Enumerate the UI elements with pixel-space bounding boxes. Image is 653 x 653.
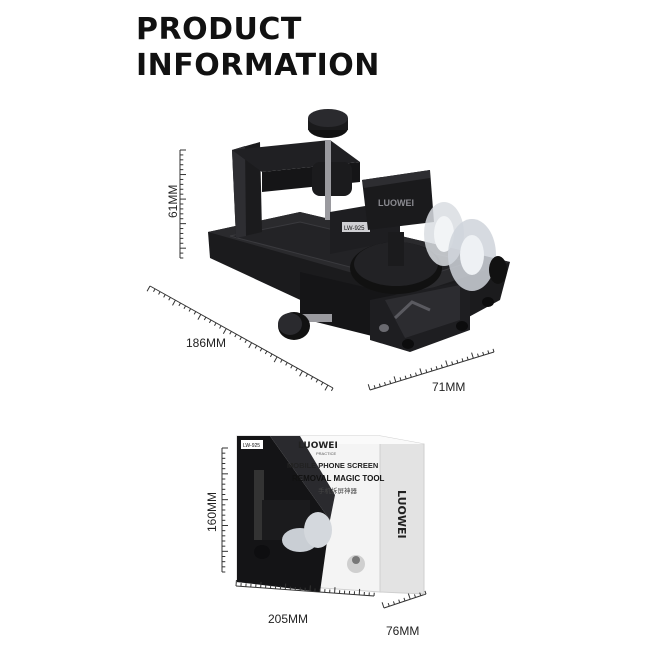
ruler-tick: [404, 375, 407, 380]
ruler-tick: [295, 367, 298, 372]
box-height-label: 160MM: [205, 491, 219, 532]
ruler-tick: [203, 316, 207, 321]
ruler-ticks: [146, 149, 495, 609]
ruler-tick: [168, 297, 171, 301]
title-line-2: INFORMATION: [136, 48, 380, 83]
ruler-tick: [290, 365, 293, 369]
ruler-tick: [146, 285, 151, 292]
box-length-label: 205MM: [268, 612, 309, 626]
box-title-cn: 手机拆屏神器: [318, 486, 358, 495]
box-model-label: LW-925: [243, 443, 260, 449]
ruler-tick: [435, 366, 438, 370]
ruler-tick: [254, 345, 258, 349]
ruler-tick: [409, 374, 412, 378]
product-box: LW-925: [236, 435, 425, 595]
page-title: PRODUCT INFORMATION: [136, 12, 380, 84]
title-line-1: PRODUCT: [136, 12, 302, 47]
ruler-tick: [208, 319, 212, 324]
ruler-tick: [492, 348, 495, 353]
ruler-tick: [398, 599, 401, 603]
ruler-tick: [315, 379, 319, 383]
ruler-tick: [387, 602, 390, 607]
ruler-tick: [392, 601, 395, 605]
ruler-tick: [269, 353, 273, 358]
ruler-tick: [415, 372, 417, 376]
ruler-tick: [183, 305, 187, 309]
ruler-tick: [239, 336, 242, 341]
ruler-tick: [188, 308, 192, 312]
ruler-tick: [305, 373, 309, 377]
ruler-tick: [440, 364, 443, 368]
ruler-tick: [234, 333, 237, 338]
ruler-tick: [324, 384, 329, 391]
ruler-tick: [389, 380, 392, 384]
ruler-tick: [264, 350, 268, 355]
ruler-tick: [403, 597, 406, 602]
ruler-tick: [471, 352, 474, 359]
ruler-tick: [430, 367, 433, 372]
tool-model-label: LW-925: [344, 226, 365, 232]
ruler-tick: [153, 288, 156, 292]
ruler-tick: [399, 377, 402, 381]
ruler-tick: [456, 359, 459, 364]
ruler-tick: [259, 348, 263, 352]
ruler-tick: [219, 325, 222, 329]
box-brand: LUOWEI: [298, 441, 338, 451]
screen-removal-tool: LW-925 LUOWEI: [208, 109, 510, 352]
box-title-line-2: REMOVAL MAGIC TOOL: [292, 474, 385, 483]
box-width-label: 76MM: [386, 624, 420, 638]
tool-height-label: 61MM: [166, 184, 180, 218]
ruler-tick: [445, 360, 448, 367]
tool-width-label: 71MM: [432, 380, 466, 394]
ruler-tick: [273, 356, 278, 363]
ruler-tick: [178, 302, 181, 307]
tool-length-label: 186MM: [186, 336, 227, 350]
ruler-tick: [461, 358, 464, 362]
ruler-tick: [466, 356, 469, 361]
ruler-tick: [407, 593, 411, 600]
ruler-tick: [320, 382, 324, 386]
ruler-tick: [299, 370, 303, 377]
ruler-tick: [425, 369, 428, 373]
ruler-tick: [381, 602, 385, 609]
ruler-tick: [330, 387, 334, 392]
ruler-tick: [172, 299, 176, 306]
ruler-tick: [229, 331, 232, 335]
ruler-tick: [158, 291, 161, 295]
ruler-tick: [285, 362, 288, 366]
ruler-tick: [214, 322, 217, 326]
ruler-tick: [419, 368, 423, 375]
ruler-tick: [487, 350, 490, 354]
ruler-tick: [222, 328, 227, 334]
ruler-tick: [482, 351, 485, 356]
ruler-tick: [477, 353, 479, 357]
box-brand-sub: PRACTICE: [316, 451, 337, 456]
ruler-tick: [378, 383, 381, 387]
ruler-tick: [244, 339, 248, 343]
ruler-tick: [384, 381, 386, 386]
ruler-tick: [193, 311, 197, 315]
ruler-tick: [451, 361, 454, 365]
ruler-tick: [373, 385, 376, 389]
ruler-tick: [280, 359, 283, 363]
ruler-tick: [163, 294, 166, 298]
box-title-line-1: MOBILE PHONE SCREEN: [287, 461, 378, 470]
ruler-tick: [419, 592, 422, 596]
ruler-tick: [248, 342, 253, 349]
ruler-tick: [413, 594, 416, 598]
ruler-tick: [367, 384, 371, 391]
ruler-tick: [197, 314, 202, 320]
ruler-tick: [310, 376, 314, 380]
ruler-tick: [393, 376, 397, 383]
box-side-brand: LUOWEI: [395, 490, 408, 539]
tool-brand-label: LUOWEI: [378, 198, 414, 208]
ruler-tick: [424, 590, 427, 595]
